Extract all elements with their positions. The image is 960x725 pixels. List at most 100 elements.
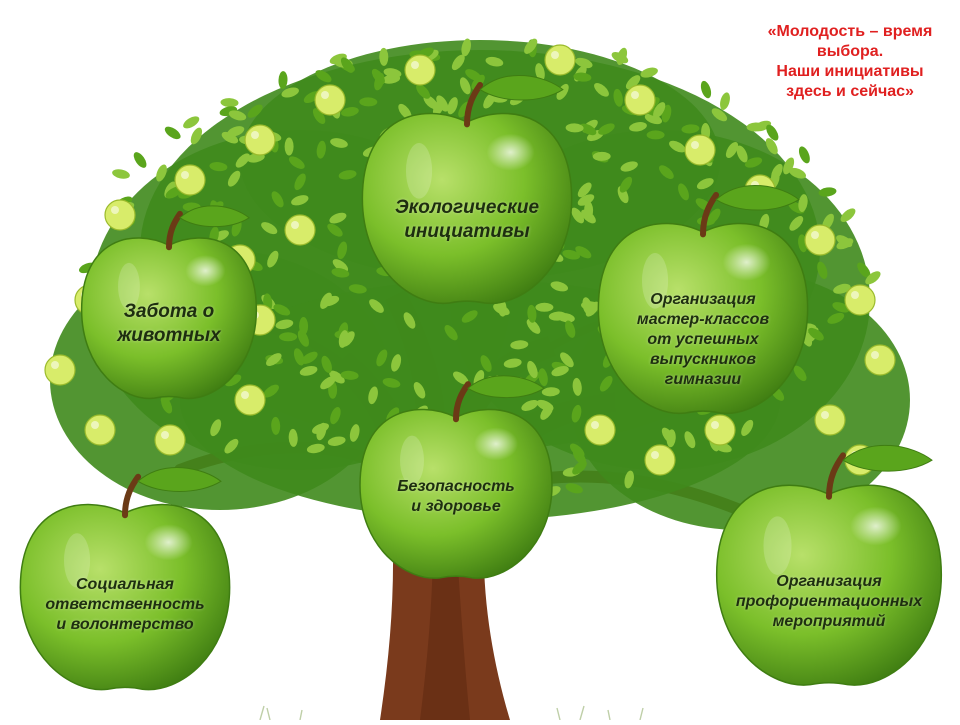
- canopy-leaf: [316, 140, 326, 159]
- apple-ecology-label: Экологические инициативы: [394, 197, 540, 242]
- apple-stem: [700, 191, 720, 238]
- canopy-leaf: [275, 319, 294, 330]
- canopy-leaf: [646, 130, 665, 140]
- canopy-leaf: [247, 104, 263, 118]
- canopy-leaf: [681, 124, 700, 134]
- canopy-leaf: [527, 360, 538, 379]
- canopy-leaf: [669, 140, 686, 153]
- canopy-leaf: [485, 56, 504, 67]
- canopy-leaf: [453, 371, 469, 385]
- canopy-leaf: [299, 317, 309, 335]
- canopy-leaf: [573, 72, 592, 82]
- canopy-leaf: [818, 187, 837, 197]
- canopy-leaf: [321, 355, 332, 373]
- canopy-leaf: [599, 375, 613, 392]
- canopy-leaf: [221, 131, 239, 144]
- apple-sheen: [641, 252, 669, 309]
- canopy-leaf: [279, 332, 298, 342]
- apple-animals-label: Забота о животных: [117, 301, 221, 346]
- canopy-leaf: [461, 310, 478, 323]
- canopy-leaf: [316, 422, 327, 441]
- canopy-leaf: [572, 377, 582, 396]
- canopy-leaf: [340, 57, 354, 73]
- canopy-leaf: [451, 54, 465, 71]
- grass-tufts: [259, 705, 644, 721]
- canopy-leaf: [592, 151, 611, 161]
- canopy-leaf: [562, 249, 581, 260]
- canopy-leaf: [833, 283, 851, 294]
- apple-stem: [122, 473, 142, 519]
- canopy-leaf: [271, 416, 281, 435]
- canopy-leaf: [571, 207, 585, 224]
- canopy-leaf: [391, 354, 402, 372]
- canopy-leaf: [666, 429, 676, 448]
- canopy-leaf: [582, 297, 593, 315]
- canopy-leaf: [480, 355, 492, 372]
- small-apple-highlight: [91, 421, 99, 429]
- canopy-leaf: [281, 87, 299, 98]
- canopy-leaf: [329, 370, 345, 384]
- canopy-leaf: [640, 67, 658, 78]
- canopy-leaf: [190, 127, 203, 145]
- slogan-text: «Молодость – время выбора. Наши инициати…: [767, 23, 933, 100]
- canopy-leaf: [765, 138, 778, 155]
- canopy-leaf: [379, 47, 389, 66]
- small-apple: [244, 124, 276, 156]
- small-apple-highlight: [161, 431, 169, 439]
- small-apple-highlight: [251, 131, 259, 139]
- apple-highlight: [144, 524, 193, 561]
- apple-safety: Безопасность и здоровье: [356, 375, 556, 584]
- canopy-leaf: [619, 176, 633, 193]
- canopy-leaf: [659, 165, 674, 179]
- canopy-leaf: [413, 382, 426, 399]
- canopy-leaf: [744, 157, 763, 168]
- canopy-leaf: [571, 404, 582, 423]
- canopy-leaf: [540, 404, 554, 420]
- canopy-leaf: [857, 262, 871, 278]
- apple-highlight: [850, 506, 902, 546]
- canopy-leaf: [572, 460, 587, 475]
- canopy-leaf: [527, 304, 537, 323]
- canopy-leaf: [133, 152, 147, 168]
- canopy-leaf: [271, 191, 284, 208]
- apple-leaf: [715, 185, 800, 211]
- canopy-leaf: [521, 399, 539, 412]
- small-apple-highlight: [591, 421, 599, 429]
- canopy-leaf: [696, 178, 714, 190]
- canopy-leaf: [341, 331, 355, 347]
- small-apple-highlight: [321, 91, 329, 99]
- grass: [259, 705, 644, 721]
- canopy-leaf: [332, 259, 349, 273]
- apple-leaf: [179, 205, 250, 228]
- canopy-leaf: [465, 69, 482, 82]
- small-apple-highlight: [51, 361, 59, 369]
- canopy-leaf: [376, 349, 388, 367]
- canopy-leaf: [112, 169, 130, 179]
- canopy-leaf: [383, 68, 402, 78]
- apple-animals-shape: [80, 205, 258, 400]
- canopy-leaf: [321, 295, 340, 307]
- canopy-leaf: [329, 212, 347, 224]
- canopy-leaf: [789, 216, 804, 231]
- apple-stem: [166, 210, 183, 251]
- canopy-leaf: [798, 194, 808, 213]
- canopy-leaf: [653, 102, 666, 119]
- small-apple: [154, 424, 186, 456]
- canopy-leaf: [371, 68, 385, 85]
- canopy-leaf: [577, 194, 595, 206]
- canopy-leaf: [575, 57, 593, 69]
- small-apple-highlight: [821, 411, 829, 419]
- canopy-leaf: [209, 162, 228, 172]
- small-apple: [814, 404, 846, 436]
- small-apple: [44, 354, 76, 386]
- canopy-leaf: [808, 327, 824, 341]
- canopy-leaf: [535, 63, 545, 81]
- small-apple-highlight: [411, 61, 419, 69]
- canopy-leaf: [156, 164, 167, 182]
- canopy-leaf: [164, 126, 181, 140]
- canopy-leaf: [569, 443, 585, 458]
- canopy-leaf: [493, 303, 510, 316]
- small-apple-highlight: [291, 221, 299, 229]
- small-apple: [284, 214, 316, 246]
